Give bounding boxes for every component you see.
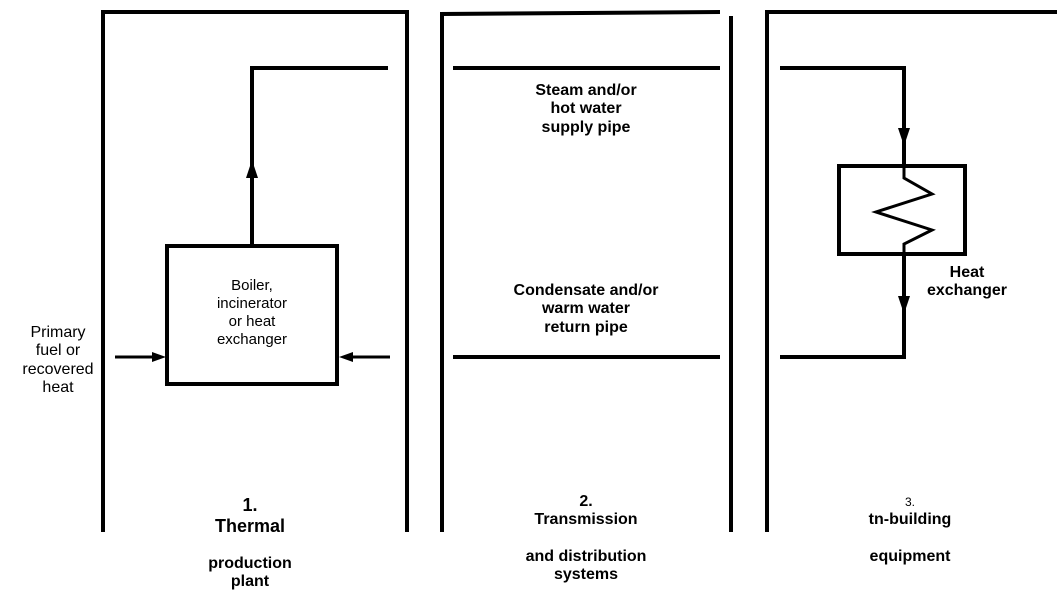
heat-exchanger-label: Heat exchanger bbox=[926, 264, 1008, 299]
panel-title-first-3: tn-building bbox=[868, 511, 952, 529]
boiler-box bbox=[165, 244, 339, 386]
panel-title-first-2: Transmission bbox=[534, 511, 638, 529]
panel-thermal-plant-frame bbox=[101, 10, 409, 532]
boiler-label: Boiler, incinerator or heat exchanger bbox=[216, 277, 288, 348]
panel-title-rest-3: equipment bbox=[869, 547, 951, 565]
supply-flow-arrow bbox=[246, 160, 258, 178]
input-arrow-left-head bbox=[152, 352, 166, 362]
panel-number-3: 3. bbox=[904, 494, 915, 509]
panel-in-building-frame bbox=[765, 10, 1057, 532]
panel-caption-1: 1. Thermal production plant bbox=[130, 456, 370, 610]
district-heating-diagram bbox=[101, 10, 1057, 532]
panel-title-rest-1: production plant bbox=[208, 554, 292, 591]
supply-pipe-label: Steam and/or hot water supply pipe bbox=[535, 82, 637, 136]
heat-exchanger-coil bbox=[871, 166, 936, 254]
panel-caption-3: 3. tn-building equipment bbox=[800, 456, 1020, 585]
panel-number-1: 1. bbox=[242, 495, 258, 516]
building-supply-pipe bbox=[780, 66, 906, 166]
building-return-arrow bbox=[898, 296, 910, 314]
panel-caption-2: 2. Transmission and distribution systems bbox=[466, 456, 706, 603]
panel-number-2: 2. bbox=[579, 492, 593, 510]
panel-title-first-1: Thermal bbox=[214, 515, 286, 536]
input-arrow-right-head bbox=[339, 352, 353, 362]
return-pipe-label: Condensate and/or warm water return pipe bbox=[513, 282, 659, 336]
panel-transmission-frame bbox=[440, 10, 733, 532]
panel-title-rest-2: and distribution systems bbox=[525, 547, 647, 584]
supply-riser-pipe bbox=[250, 66, 388, 246]
heat-exchanger-box bbox=[837, 164, 967, 256]
input-label: Primary fuel or recovered heat bbox=[22, 324, 94, 397]
building-return-pipe bbox=[780, 254, 906, 359]
building-supply-arrow bbox=[898, 128, 910, 146]
